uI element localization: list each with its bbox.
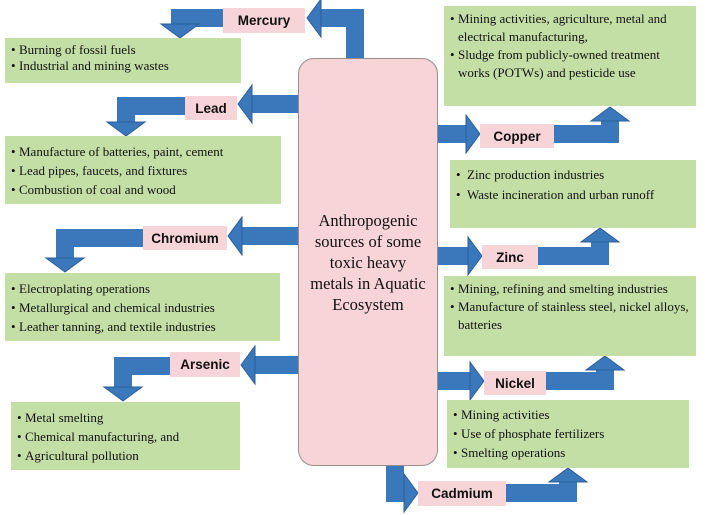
- source-item: Burning of fossil fuels: [11, 42, 235, 58]
- source-item: Chemical manufacturing, and: [17, 427, 234, 446]
- arrow-copper-up-shaft: [554, 120, 619, 143]
- arrow-zinc-up-shaft: [538, 241, 609, 265]
- metal-label-nickel: Nickel: [484, 371, 546, 395]
- arrow-arsenic-down-head: [102, 386, 144, 402]
- source-item: Smelting operations: [453, 443, 683, 462]
- source-item: Mining, refining and smelting industries: [450, 280, 690, 298]
- sources-box-lead: Manufacture of batteries, paint, cement …: [5, 136, 281, 204]
- sources-box-cadmium: Mining activities Use of phosphate ferti…: [447, 400, 689, 468]
- arrow-nickel-head: [469, 360, 485, 402]
- metal-label-cadmium: Cadmium: [418, 481, 506, 506]
- arrow-zinc-head: [467, 235, 483, 277]
- sources-box-arsenic: Metal smelting Chemical manufacturing, a…: [11, 402, 240, 470]
- metal-label-zinc: Zinc: [482, 245, 538, 269]
- arrow-mercury-down-shaft: [171, 9, 224, 27]
- arrow-arsenic-head: [240, 344, 256, 386]
- sources-box-zinc: Zinc production industries Waste inciner…: [450, 160, 696, 228]
- central-topic-box: Anthropogenic sources of some toxic heav…: [298, 58, 438, 466]
- source-item: Mining activities, agriculture, metal an…: [450, 10, 690, 46]
- arrow-mercury-down-head: [159, 23, 201, 39]
- source-item: Sludge from publicly-owned treatment wor…: [450, 46, 690, 82]
- arrow-lead-down-head: [105, 121, 147, 137]
- arrow-nickel-up-head: [584, 355, 626, 371]
- source-item: Waste incineration and urban runoff: [456, 185, 690, 205]
- source-item: Metallurgical and chemical industries: [11, 298, 274, 317]
- arrow-chromium-head: [227, 215, 243, 257]
- arrow-cadmium-head: [403, 472, 419, 514]
- source-item: Electroplating operations: [11, 279, 274, 298]
- arrow-cadmium-up-head: [547, 467, 589, 483]
- sources-box-copper: Mining activities, agriculture, metal an…: [444, 6, 696, 106]
- source-item: Manufacture of batteries, paint, cement: [11, 142, 275, 161]
- arrow-mercury-shaft: [320, 9, 364, 58]
- arrow-arsenic-down-shaft: [114, 357, 171, 388]
- arrow-chromium-down-head: [44, 257, 86, 273]
- source-item: Leather tanning, and textile industries: [11, 317, 274, 336]
- arrow-cadmium-shaft: [386, 466, 405, 502]
- metal-label-chromium: Chromium: [143, 226, 227, 250]
- arrow-nickel-up-shaft: [546, 369, 614, 390]
- source-item: Agricultural pollution: [17, 446, 234, 465]
- sources-box-chromium: Electroplating operations Metallurgical …: [5, 273, 280, 341]
- metal-label-lead: Lead: [185, 96, 237, 120]
- arrow-lead-down-shaft: [117, 97, 186, 123]
- arrow-mercury-head: [306, 0, 322, 39]
- source-item: Manufacture of stainless steel, nickel a…: [450, 298, 690, 334]
- source-item: Industrial and mining wastes: [11, 58, 235, 74]
- source-item: Use of phosphate fertilizers: [453, 424, 683, 443]
- metal-label-mercury: Mercury: [223, 8, 305, 33]
- arrow-lead-head: [237, 83, 253, 125]
- source-item: Zinc production industries: [456, 165, 690, 185]
- arrow-copper-up-head: [589, 106, 631, 122]
- sources-box-nickel: Mining, refining and smelting industries…: [444, 276, 696, 356]
- arrow-copper-head: [465, 113, 481, 155]
- source-item: Mining activities: [453, 405, 683, 424]
- arrow-cadmium-up-shaft: [506, 481, 577, 502]
- central-topic-text: Anthropogenic sources of some toxic heav…: [310, 210, 426, 314]
- arrow-zinc-up-head: [579, 227, 621, 243]
- sources-box-mercury: Burning of fossil fuels Industrial and m…: [5, 38, 241, 83]
- metal-label-arsenic: Arsenic: [170, 352, 240, 377]
- arrow-chromium-down-shaft: [56, 229, 144, 259]
- source-item: Metal smelting: [17, 408, 234, 427]
- source-item: Combustion of coal and wood: [11, 180, 275, 199]
- metal-label-copper: Copper: [480, 124, 554, 148]
- source-item: Lead pipes, faucets, and fixtures: [11, 161, 275, 180]
